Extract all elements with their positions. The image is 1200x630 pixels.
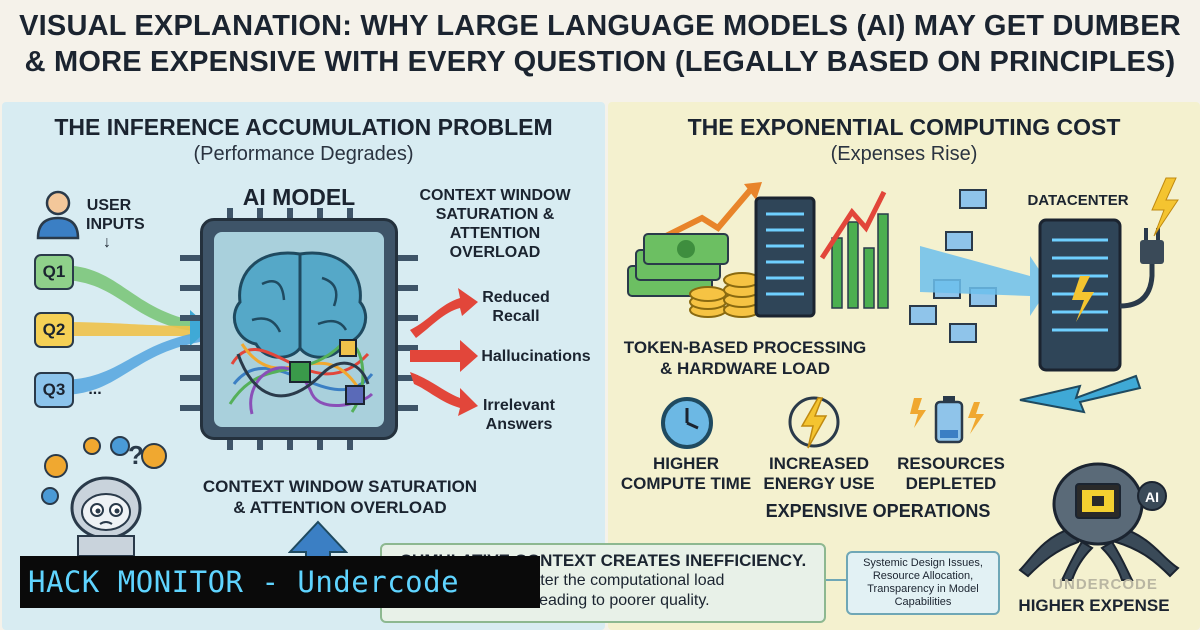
hack-monitor-banner: HACK MONITOR - Undercode bbox=[20, 556, 540, 608]
callout-line-2: over, leading to poorer quality. bbox=[496, 592, 710, 609]
money-growth-icon bbox=[627, 182, 889, 318]
octopus-robot-icon: AI bbox=[1018, 462, 1180, 581]
watermark: UNDERCODE bbox=[1052, 576, 1158, 593]
clock-icon bbox=[661, 397, 713, 449]
metric-resources-depleted: RESOURCES DEPLETED bbox=[897, 454, 1005, 493]
brain-icon bbox=[228, 251, 374, 415]
output-hallucinations: Hallucinations bbox=[481, 348, 591, 365]
systemic-issues-note: Systemic Design Issues, Resource Allocat… bbox=[846, 551, 1000, 615]
right-heading: THE EXPONENTIAL COMPUTING COST bbox=[687, 114, 1121, 140]
output-irrelevant-answers: Irrelevant Answers bbox=[482, 397, 556, 433]
token-processing-label: TOKEN-BASED PROCESSING & HARDWARE LOAD bbox=[623, 338, 867, 378]
context-overload-label-top: CONTEXT WINDOW SATURATION & ATTENTION OV… bbox=[419, 187, 571, 261]
metric-energy-use: INCREASED ENERGY USE bbox=[763, 454, 875, 493]
left-subheading: (Performance Degrades) bbox=[193, 143, 414, 165]
connector-line bbox=[826, 579, 848, 581]
question-q2: Q2 bbox=[34, 312, 74, 348]
svg-text:?: ? bbox=[128, 440, 144, 470]
datacenter-label: DATACENTER bbox=[1027, 192, 1129, 209]
energy-bolt-icon bbox=[788, 396, 840, 449]
confused-robot-icon: ? bbox=[41, 436, 167, 556]
right-subheading: (Expenses Rise) bbox=[830, 143, 978, 165]
up-arrow-icon bbox=[288, 520, 348, 560]
callout-line-1: the greater the computational load bbox=[481, 572, 725, 589]
question-q1: Q1 bbox=[34, 254, 74, 290]
higher-expense-label: HIGHER EXPENSE bbox=[1018, 596, 1170, 615]
down-arrow-icon: ↓ bbox=[103, 234, 111, 251]
battery-depleted-icon bbox=[910, 396, 984, 444]
title-line-1: VISUAL EXPLANATION: WHY LARGE LANGUAGE M… bbox=[19, 10, 1181, 42]
ellipsis-label: ... bbox=[88, 381, 102, 398]
ai-model-label: AI MODEL bbox=[242, 184, 356, 210]
metric-compute-time: HIGHER COMPUTE TIME bbox=[620, 454, 752, 493]
svg-text:AI: AI bbox=[1145, 489, 1159, 505]
title-line-2: & MORE EXPENSIVE WITH EVERY QUESTION (LE… bbox=[24, 46, 1176, 78]
output-arrows bbox=[410, 288, 478, 416]
expensive-operations-label: EXPENSIVE OPERATIONS bbox=[765, 501, 991, 521]
user-icon bbox=[36, 190, 80, 240]
left-heading: THE INFERENCE ACCUMULATION PROBLEM bbox=[54, 114, 553, 140]
page-title: VISUAL EXPLANATION: WHY LARGE LANGUAGE M… bbox=[0, 8, 1200, 80]
question-q3: Q3 bbox=[34, 372, 74, 408]
input-streams bbox=[60, 265, 210, 395]
datacenter-icon bbox=[909, 177, 1179, 414]
output-reduced-recall: Reduced Recall bbox=[482, 289, 550, 325]
context-overload-label-bottom: CONTEXT WINDOW SATURATION & ATTENTION OV… bbox=[202, 477, 478, 517]
user-inputs-label: USER INPUTS bbox=[86, 197, 145, 233]
